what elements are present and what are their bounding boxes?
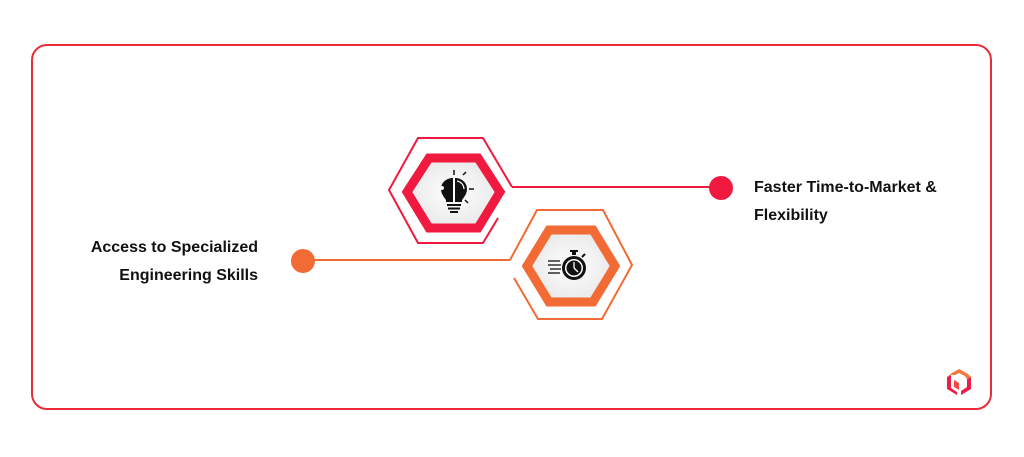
hexagon-bottom-orange — [291, 209, 634, 320]
lightbulb-brain-icon — [439, 170, 474, 213]
hexagon-top-outer-outline — [387, 137, 513, 244]
cube-logo-icon — [947, 369, 971, 395]
connector-dot-bottom — [291, 249, 315, 273]
hexagon-top-red — [387, 137, 733, 244]
label-line-1: Faster Time-to-Market & — [754, 179, 937, 196]
label-line-2: Engineering Skills — [119, 267, 258, 284]
hexagon-top-inner — [401, 153, 506, 233]
label-line-2: Flexibility — [754, 207, 828, 224]
stopwatch-speed-icon — [548, 250, 586, 280]
hexagon-bottom-outer-outline — [509, 209, 634, 320]
label-faster-time-to-market: Faster Time-to-Market & Flexibility — [754, 174, 994, 230]
connector-dot-top — [709, 176, 733, 200]
label-specialized-skills: Access to Specialized Engineering Skills — [40, 234, 258, 290]
card-frame — [31, 44, 992, 410]
label-line-1: Access to Specialized — [90, 239, 258, 256]
